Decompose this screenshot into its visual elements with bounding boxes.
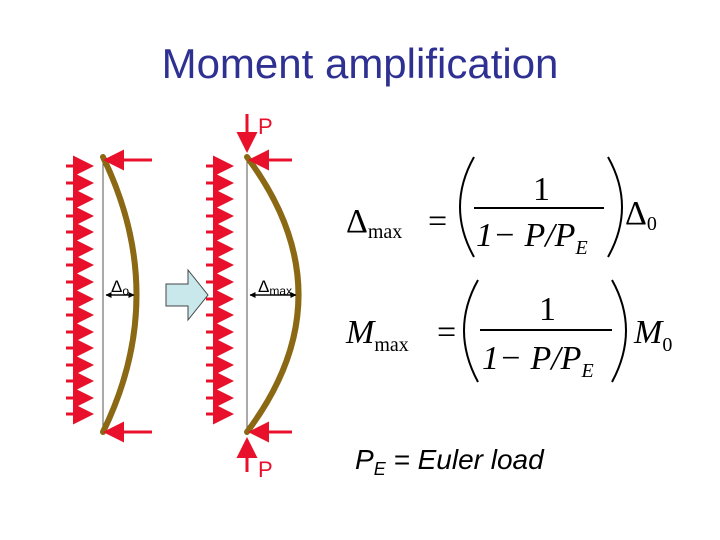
max-deflection-dimension: Δmax [249, 277, 297, 298]
svg-text:=: = [437, 314, 456, 351]
eq2-numerator: 1 [539, 291, 556, 328]
eq2-lhs: M [345, 314, 376, 351]
eq2-rhs: M [633, 314, 664, 351]
euler-load-subscript: E [374, 459, 387, 479]
svg-text:Δ0: Δ0 [625, 195, 657, 235]
distributed-load-right [206, 155, 234, 425]
eq1-numerator: 1 [533, 171, 550, 208]
initial-deflection-subscript: o [122, 284, 129, 298]
svg-text:Mmax: Mmax [345, 314, 409, 356]
eq2-left-paren [463, 279, 479, 383]
deflection-amplification-equation: Δmax = 1 1− P/PE Δ0 [346, 156, 657, 259]
svg-text:=: = [428, 203, 447, 240]
column-initial [100, 154, 140, 435]
euler-load-text: = Euler load [386, 444, 545, 475]
euler-load-symbol: P [355, 444, 374, 475]
axial-load-label-top: P [258, 114, 273, 139]
eq1-denominator-subscript: E [574, 237, 587, 259]
eq1-lhs-subscript: max [368, 221, 402, 243]
eq1-right-paren [607, 156, 623, 258]
eq1-denominator: 1− P/P [476, 217, 575, 254]
eq2-lhs-subscript: max [374, 334, 408, 356]
end-forces-left [103, 149, 152, 443]
svg-text:M0: M0 [633, 314, 672, 356]
eq2-right-paren [611, 279, 627, 383]
euler-load-caption: PE = Euler load [355, 444, 545, 479]
svg-text:1− P/PE: 1− P/PE [476, 217, 588, 259]
svg-text:Δo: Δo [111, 277, 129, 298]
transition-arrow [165, 268, 209, 322]
svg-text:1− P/PE: 1− P/PE [482, 340, 594, 382]
svg-text:Δmax: Δmax [258, 277, 292, 298]
eq2-denominator: 1− P/P [482, 340, 581, 377]
eq1-rhs: Δ [625, 195, 647, 232]
eq1-lhs: Δ [346, 203, 368, 240]
page-title: Moment amplification [161, 40, 559, 87]
eq1-left-paren [459, 156, 475, 258]
max-deflection-symbol: Δ [258, 277, 269, 296]
svg-text:Δmax: Δmax [346, 203, 402, 243]
eq2-denominator-subscript: E [580, 360, 593, 382]
eq2-rhs-subscript: 0 [662, 334, 672, 356]
distributed-load-left [66, 155, 94, 425]
max-deflection-subscript: max [269, 284, 292, 298]
axial-load-label-bottom: P [258, 457, 273, 482]
column-amplified [244, 154, 302, 435]
initial-deflection-symbol: Δ [111, 277, 122, 296]
initial-deflection-dimension: Δo [105, 277, 135, 298]
moment-amplification-equation: Mmax = 1 1− P/PE M0 [345, 279, 672, 383]
end-forces-right [248, 149, 292, 443]
eq1-rhs-subscript: 0 [647, 213, 657, 235]
